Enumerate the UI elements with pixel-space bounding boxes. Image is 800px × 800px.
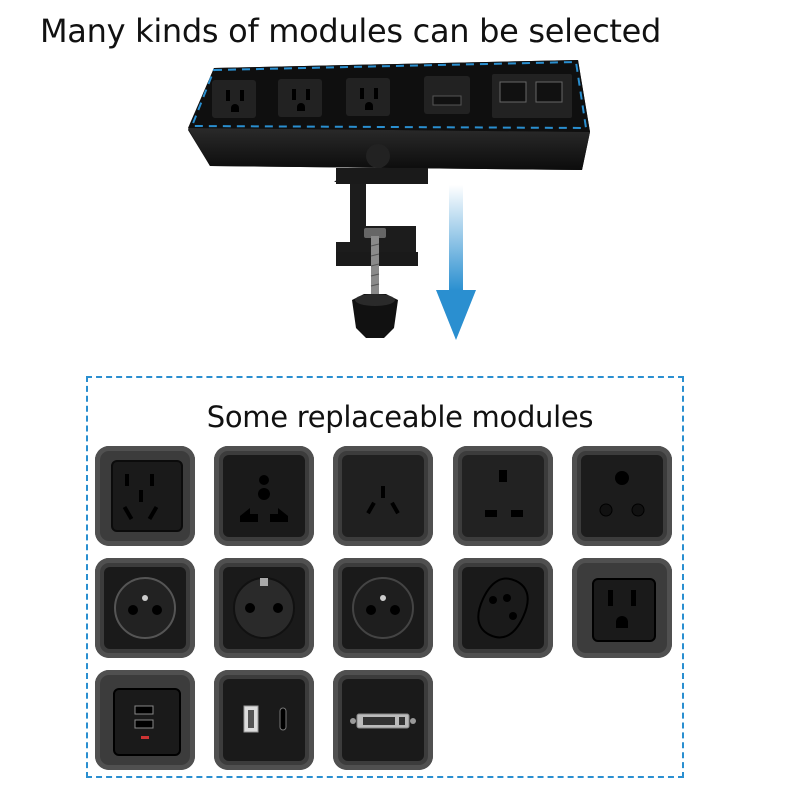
uk-socket-icon bbox=[485, 470, 523, 517]
dual-usb-module bbox=[95, 670, 195, 770]
us-outlet-icon bbox=[212, 80, 256, 118]
cn-socket-icon bbox=[122, 474, 159, 521]
down-arrow-icon bbox=[449, 185, 463, 291]
schuko-socket-module bbox=[214, 558, 314, 658]
french-socket-module-2 bbox=[333, 558, 433, 658]
usb-c-icon bbox=[243, 705, 287, 733]
us-socket-module bbox=[572, 558, 672, 658]
dvi-module bbox=[333, 670, 433, 770]
usb-a-icon bbox=[134, 705, 154, 739]
swiss-socket-module bbox=[453, 558, 553, 658]
french-socket-module bbox=[95, 558, 195, 658]
hdmi-port-icon bbox=[424, 76, 470, 114]
uk-socket-module bbox=[453, 446, 553, 546]
ch-socket-icon bbox=[477, 577, 529, 639]
au-socket-icon bbox=[366, 486, 400, 515]
panel-title: Some replaceable modules bbox=[206, 400, 594, 434]
fr-socket-icon bbox=[352, 577, 414, 639]
universal-socket-module bbox=[214, 446, 314, 546]
us-outlet-icon bbox=[278, 79, 322, 117]
south-africa-socket-module bbox=[572, 446, 672, 546]
fr-socket-icon bbox=[114, 577, 176, 639]
universal-socket-icon bbox=[240, 475, 288, 522]
za-socket-icon bbox=[599, 471, 645, 517]
us-socket-icon bbox=[608, 590, 636, 628]
schuko-socket-icon bbox=[233, 577, 295, 639]
rj45-port-icon bbox=[492, 74, 572, 118]
china-socket-module bbox=[95, 446, 195, 546]
modules-panel bbox=[86, 376, 684, 778]
australian-socket-module bbox=[333, 446, 433, 546]
dvi-port-icon bbox=[350, 713, 416, 729]
power-strip-illustration bbox=[188, 60, 590, 340]
usb-a-c-module bbox=[214, 670, 314, 770]
page-title: Many kinds of modules can be selected bbox=[40, 12, 662, 50]
us-outlet-icon bbox=[346, 78, 390, 116]
